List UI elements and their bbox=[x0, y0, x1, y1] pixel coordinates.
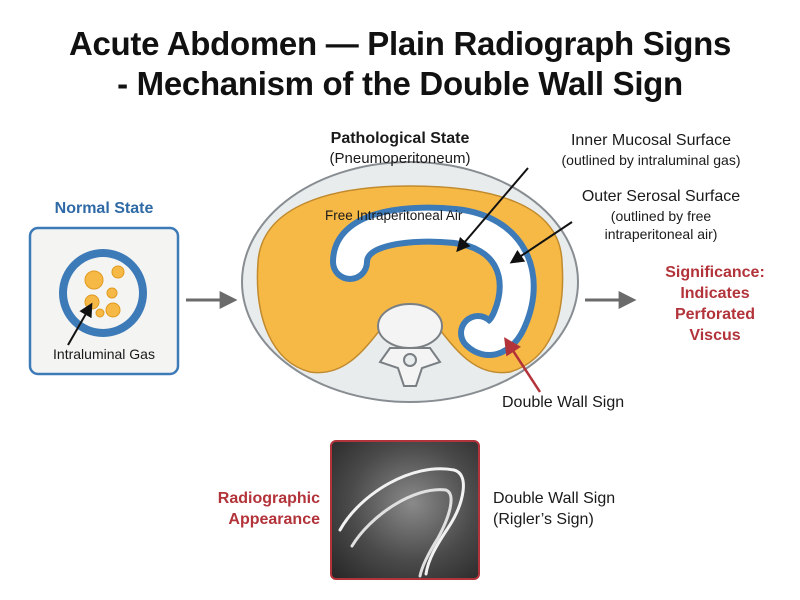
title-line-2: - Mechanism of the Double Wall Sign bbox=[117, 65, 683, 102]
gas-pointer-arrow bbox=[67, 302, 93, 346]
outer-wall-line bbox=[338, 467, 465, 576]
gas-bubbles bbox=[84, 265, 125, 318]
spine bbox=[377, 303, 443, 387]
title-line-1: Acute Abdomen — Plain Radiograph Signs bbox=[68, 25, 732, 62]
normal-state-heading: Normal State bbox=[54, 200, 154, 217]
significance-note: Significance: Indicates Perforated Viscu… bbox=[640, 262, 790, 346]
significance-line-4: Viscus bbox=[689, 327, 741, 344]
radiographic-appearance-label: Radiographic Appearance bbox=[170, 488, 320, 530]
bowel-loop-lumen bbox=[336, 210, 531, 352]
double-wall-arrow bbox=[504, 337, 542, 393]
significance-line-1: Significance: bbox=[665, 264, 765, 281]
rigler-line-2: (Rigler’s Sign) bbox=[493, 511, 594, 528]
rigler-sign-curves bbox=[338, 467, 465, 578]
outer-surface-title: Outer Serosal Surface bbox=[581, 188, 741, 205]
inner-wall-line bbox=[350, 488, 453, 578]
inner-surface-title: Inner Mucosal Surface bbox=[570, 132, 732, 149]
rigler-line-1: Double Wall Sign bbox=[493, 490, 616, 507]
inner-surface-note: (outlined by intraluminal gas) bbox=[561, 152, 741, 168]
free-air-label: Free Intraperitoneal Air bbox=[325, 208, 463, 223]
normal-state-panel bbox=[28, 226, 180, 376]
intraluminal-gas-label: Intraluminal Gas bbox=[53, 346, 155, 362]
outer-surface-note-1: (outlined by free bbox=[610, 208, 712, 224]
radiographic-line-1: Radiographic bbox=[217, 490, 320, 507]
radiographic-line-2: Appearance bbox=[228, 511, 320, 528]
radiograph-thumbnail bbox=[330, 440, 480, 580]
pathological-subheading: (Pneumoperitoneum) bbox=[329, 150, 471, 167]
outer-surface-arrow bbox=[509, 221, 573, 264]
abdomen-cross-section bbox=[241, 161, 579, 403]
significance-line-2: Indicates bbox=[680, 285, 750, 302]
spinal-canal bbox=[403, 353, 417, 367]
double-wall-label: Double Wall Sign bbox=[502, 394, 625, 411]
rigler-sign-label: Double Wall Sign (Rigler’s Sign) bbox=[493, 488, 615, 530]
bowel-lumen bbox=[67, 257, 139, 329]
inner-surface-arrow bbox=[456, 167, 529, 253]
vertebral-body bbox=[377, 303, 443, 349]
significance-line-3: Perforated bbox=[674, 306, 756, 323]
pathological-heading: Pathological State bbox=[330, 130, 470, 147]
outer-surface-note-2: intraperitoneal air) bbox=[604, 226, 718, 242]
